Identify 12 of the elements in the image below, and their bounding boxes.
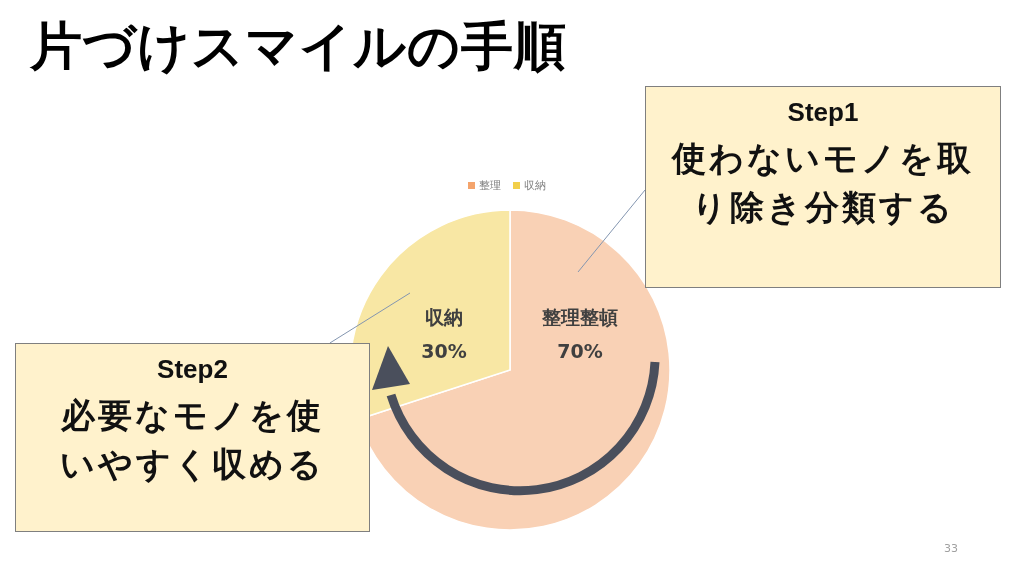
slide-title: 片づけスマイルの手順 <box>30 15 567 78</box>
step-description: 必要なモノを使いやすく収める <box>59 394 326 487</box>
legend-label: 整理 <box>479 178 501 193</box>
page-number: 33 <box>944 542 958 555</box>
step-description: 使わないモノを取り除き分類する <box>670 137 975 230</box>
legend-label: 収納 <box>524 178 546 193</box>
step-heading: Step1 <box>787 97 859 128</box>
step-box <box>15 343 370 532</box>
data-label: 収納 30% <box>421 305 467 365</box>
data-label: 整理整頓 70% <box>542 305 618 365</box>
step-box <box>645 86 1001 288</box>
step-heading: Step2 <box>157 354 228 385</box>
